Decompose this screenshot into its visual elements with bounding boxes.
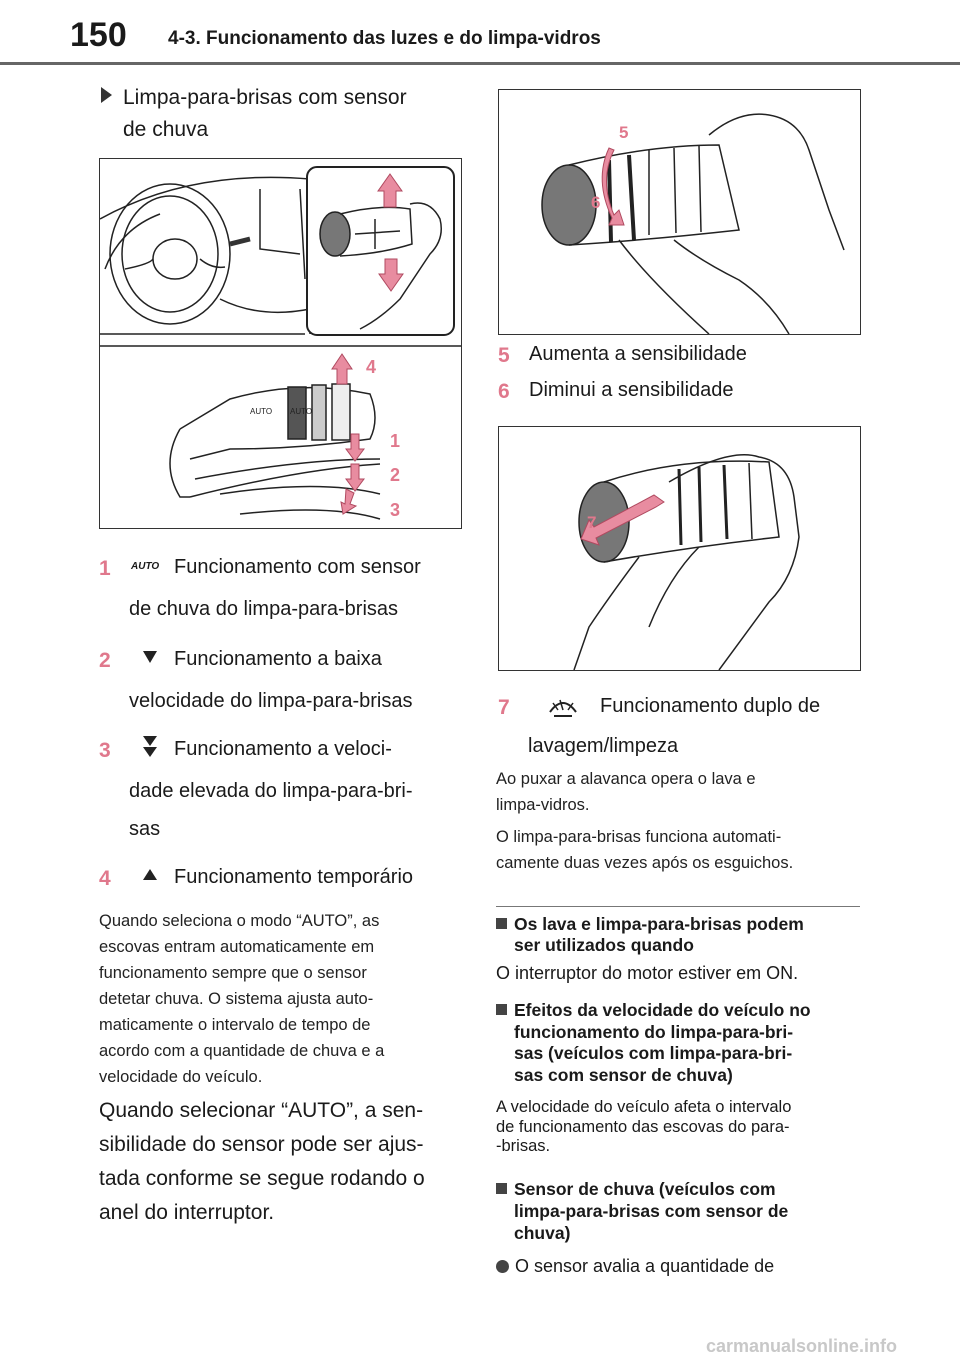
figure-wiper-lever: AUTO AUTO 4 1 2 3 <box>99 158 462 529</box>
item2-line2: velocidade do limpa-para-brisas <box>129 690 413 712</box>
item1-line1: Funcionamento com sensor <box>174 556 421 578</box>
item2-line1: Funcionamento a baixa <box>174 648 382 670</box>
watermark: carmanualsonline.info <box>706 1336 898 1356</box>
section-marker-icon <box>496 1004 507 1015</box>
low-speed-icon <box>143 651 157 663</box>
item1-number: 1 <box>99 557 111 580</box>
section-marker-icon <box>496 1183 507 1194</box>
figure-sensitivity-ring: 5 6 <box>498 89 861 335</box>
item6-text: Diminui a sensibilidade <box>529 379 734 401</box>
item5-text: Aumenta a sensibilidade <box>529 343 747 365</box>
sec2-body: A velocidade do veículo afeta o interval… <box>496 1098 792 1155</box>
item2-number: 2 <box>99 649 111 672</box>
wiper-lever-illustration: AUTO AUTO 4 1 2 3 <box>100 166 461 520</box>
svg-text:AUTO: AUTO <box>290 407 312 416</box>
header-rule <box>0 62 960 65</box>
item6-number: 6 <box>498 380 510 403</box>
svg-text:AUTO: AUTO <box>250 407 272 416</box>
section-title: 4-3. Funcionamento das luzes e do limpa-… <box>168 28 601 49</box>
item3-line1: Funcionamento a veloci- <box>174 738 392 760</box>
washer-icon <box>546 690 580 727</box>
figure-washer-pull: 7 <box>498 426 861 671</box>
item3-line2: dade elevada do limpa-para-bri- <box>129 780 413 802</box>
item4-line1: Funcionamento temporário <box>174 866 414 888</box>
high-speed-icon <box>143 736 157 757</box>
fig3-label-7: 7 <box>587 513 596 532</box>
sensitivity-ring-illustration: 5 6 <box>541 113 845 334</box>
fig1-label-2: 2 <box>390 465 400 485</box>
sec3-title: Sensor de chuva (veículos com limpa-para… <box>496 1178 788 1244</box>
bullet-dot-icon <box>496 1260 509 1273</box>
item1-line2: de chuva do limpa-para-brisas <box>129 598 399 620</box>
item7-line1: Funcionamento duplo de <box>600 695 821 717</box>
left-para2: Quando selecionar “AUTO”, a sen-sibilida… <box>99 1099 425 1224</box>
left-heading: Limpa-para-brisas com sensor de chuva <box>123 86 407 141</box>
item7-line2: lavagem/limpeza <box>528 735 679 757</box>
heading-arrow-icon <box>101 87 112 103</box>
bullet1: O sensor avalia a quantidade de <box>496 1256 774 1277</box>
item5-number: 5 <box>498 344 510 367</box>
section-rule <box>496 906 860 907</box>
sec1-title: Os lava e limpa-para-brisas podem ser ut… <box>496 914 804 956</box>
item3-line3: sas <box>129 818 161 840</box>
fig2-label-5: 5 <box>619 123 628 142</box>
fig1-label-4: 4 <box>366 357 376 377</box>
section-marker-icon <box>496 918 507 929</box>
item7-number: 7 <box>498 696 510 719</box>
mist-icon <box>143 869 157 880</box>
fig1-label-1: 1 <box>390 431 400 451</box>
auto-icon: AUTO <box>131 561 160 572</box>
item4-number: 4 <box>99 867 111 890</box>
fig2-label-6: 6 <box>591 193 600 212</box>
right-para4: O limpa-para-brisas funciona automati-ca… <box>496 828 794 872</box>
sec2-title: Efeitos da velocidade do veículo no func… <box>496 1000 811 1086</box>
sec1-body: O interruptor do motor estiver em ON. <box>496 963 799 983</box>
page-number: 150 <box>70 16 127 54</box>
washer-pull-illustration: 7 <box>573 454 800 670</box>
item3-number: 3 <box>99 739 111 762</box>
fig1-label-3: 3 <box>390 500 400 520</box>
